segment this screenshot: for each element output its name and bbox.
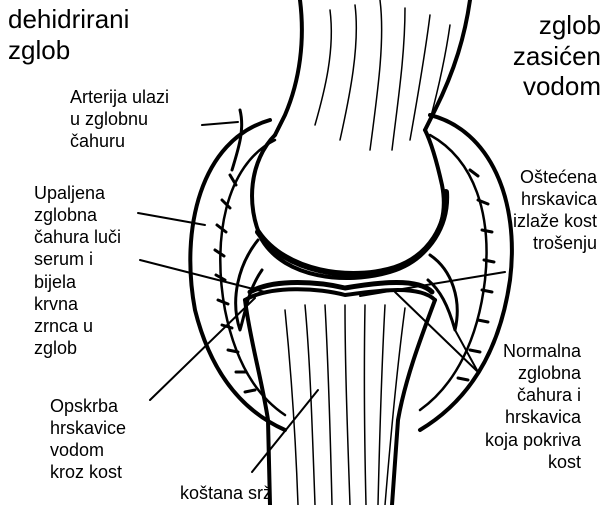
upper-bone-shaft	[275, 0, 470, 135]
label-ostecena: Oštećena hrskavica izlaže kost trošenju	[513, 166, 597, 255]
label-opskrba: Opskrba hrskavice vodom kroz kost	[50, 395, 126, 484]
leader-kostana	[252, 390, 318, 472]
leader-opskrba	[150, 298, 255, 400]
leader-normalna	[395, 292, 478, 372]
leader-arterija	[202, 122, 238, 125]
lower-bone-top	[245, 289, 435, 300]
label-arterija: Arterija ulazi u zglobnu čahuru	[70, 86, 169, 152]
upper-bone-texture	[315, 0, 450, 150]
joint-illustration	[138, 0, 512, 505]
heading-dehydrated-joint: dehidrirani zglob	[8, 4, 129, 65]
label-upaljena: Upaljena zglobna čahura luči serum i bij…	[34, 182, 121, 359]
label-normalna: Normalna zglobna čahura i hrskavica koja…	[485, 340, 581, 473]
leader-upaljena-2	[140, 260, 265, 292]
label-kostana-srz: koštana srž	[180, 482, 272, 504]
lower-bone-texture	[285, 305, 405, 505]
lower-bone-shaft	[245, 300, 435, 505]
heading-hydrated-joint: zglob zasićen vodom	[513, 10, 601, 102]
